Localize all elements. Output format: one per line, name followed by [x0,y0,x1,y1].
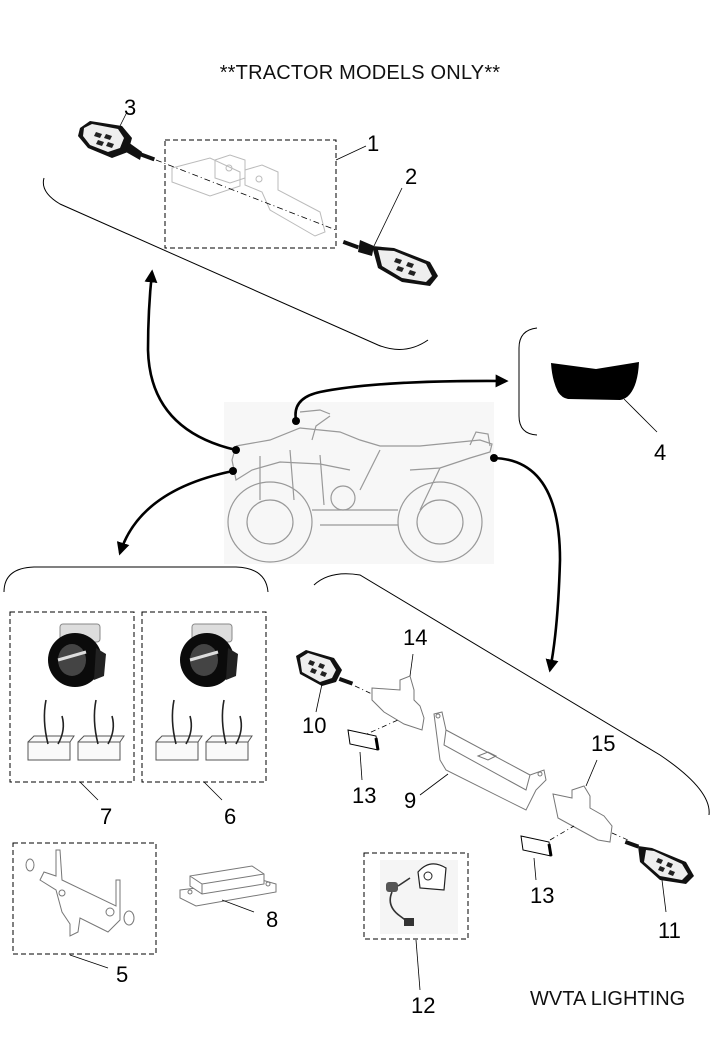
leader-4 [623,398,658,433]
kit-box-7 [9,611,135,783]
arrow-to-headlights [116,469,234,556]
leader-14 [409,653,414,677]
headlight-bracket-part [25,849,135,937]
group-bracket-rear [313,573,710,816]
callout-13a: 13 [352,783,377,808]
connector-dots [229,417,498,475]
indicator-10-icon [296,650,354,686]
indicator-11-icon [624,840,694,884]
diagram-footer-label: WVTA LIGHTING [530,988,686,1010]
mount-15-part [552,785,613,843]
relay-pair-6-icon [155,699,253,761]
callout-9: 9 [404,788,417,813]
leader-2 [373,187,403,247]
leader-1 [335,145,367,161]
callout-6: 6 [224,804,237,829]
callout-13b: 13 [530,883,555,908]
arrow-to-rear-assembly [493,456,562,673]
leader-5 [69,954,109,969]
leader-6 [203,781,223,801]
callout-10: 10 [302,713,327,738]
leader-13a [359,751,363,781]
rear-bracket-9-part [433,711,547,811]
leader-10 [315,683,323,713]
callout-11: 11 [658,918,681,943]
handlebar-cover-group [518,327,658,436]
leader-11 [661,879,667,913]
callout-2: 2 [405,164,418,189]
indicator-2-icon [342,240,438,286]
rear-assembly-group [296,573,710,913]
reflector-13b-part [520,835,552,857]
diagram-title: **TRACTOR MODELS ONLY** [219,62,501,84]
leader-8 [221,899,255,913]
callout-12: 12 [411,993,436,1018]
connector-arrows [116,269,562,673]
callout-5: 5 [116,962,129,987]
headlight-6-icon [180,623,238,687]
mount-14-part [371,675,425,731]
leader-9 [419,773,449,796]
kit-box-5 [12,842,157,955]
handlebar-cover-part [551,362,639,400]
reflector-13a-part [347,729,379,751]
leader-7 [79,781,99,801]
front-indicator-group [42,111,438,350]
relay-pair-7-icon [27,699,125,761]
arrow-to-front-indicators [144,269,237,452]
plate-light-part [380,860,458,934]
headlight-bracket-group [12,842,157,969]
atv-illustration [224,402,494,564]
group-bracket-headlights [3,566,269,593]
callout-1: 1 [367,131,380,156]
leader-12 [415,939,421,991]
group-bracket-front-indicators [42,177,429,350]
kit-box-12 [363,852,469,940]
group-bracket-handlebar [518,327,538,436]
callout-15: 15 [591,731,616,756]
callout-14: 14 [403,625,428,650]
callout-4: 4 [654,440,667,465]
callout-3: 3 [124,95,137,120]
indicator-3-icon [78,121,156,162]
leader-15 [585,759,598,787]
leader-13b [533,857,537,881]
kit-box-front-bracket [164,139,337,249]
plate-light-group [363,852,469,991]
callout-8: 8 [266,907,279,932]
leader-3 [119,111,128,127]
arrow-to-handlebar-cover [294,374,509,421]
control-module-part [179,865,277,907]
front-bracket-part [171,154,326,237]
headlight-7-icon [48,623,106,687]
headlight-group [3,566,269,801]
callout-7: 7 [100,804,113,829]
